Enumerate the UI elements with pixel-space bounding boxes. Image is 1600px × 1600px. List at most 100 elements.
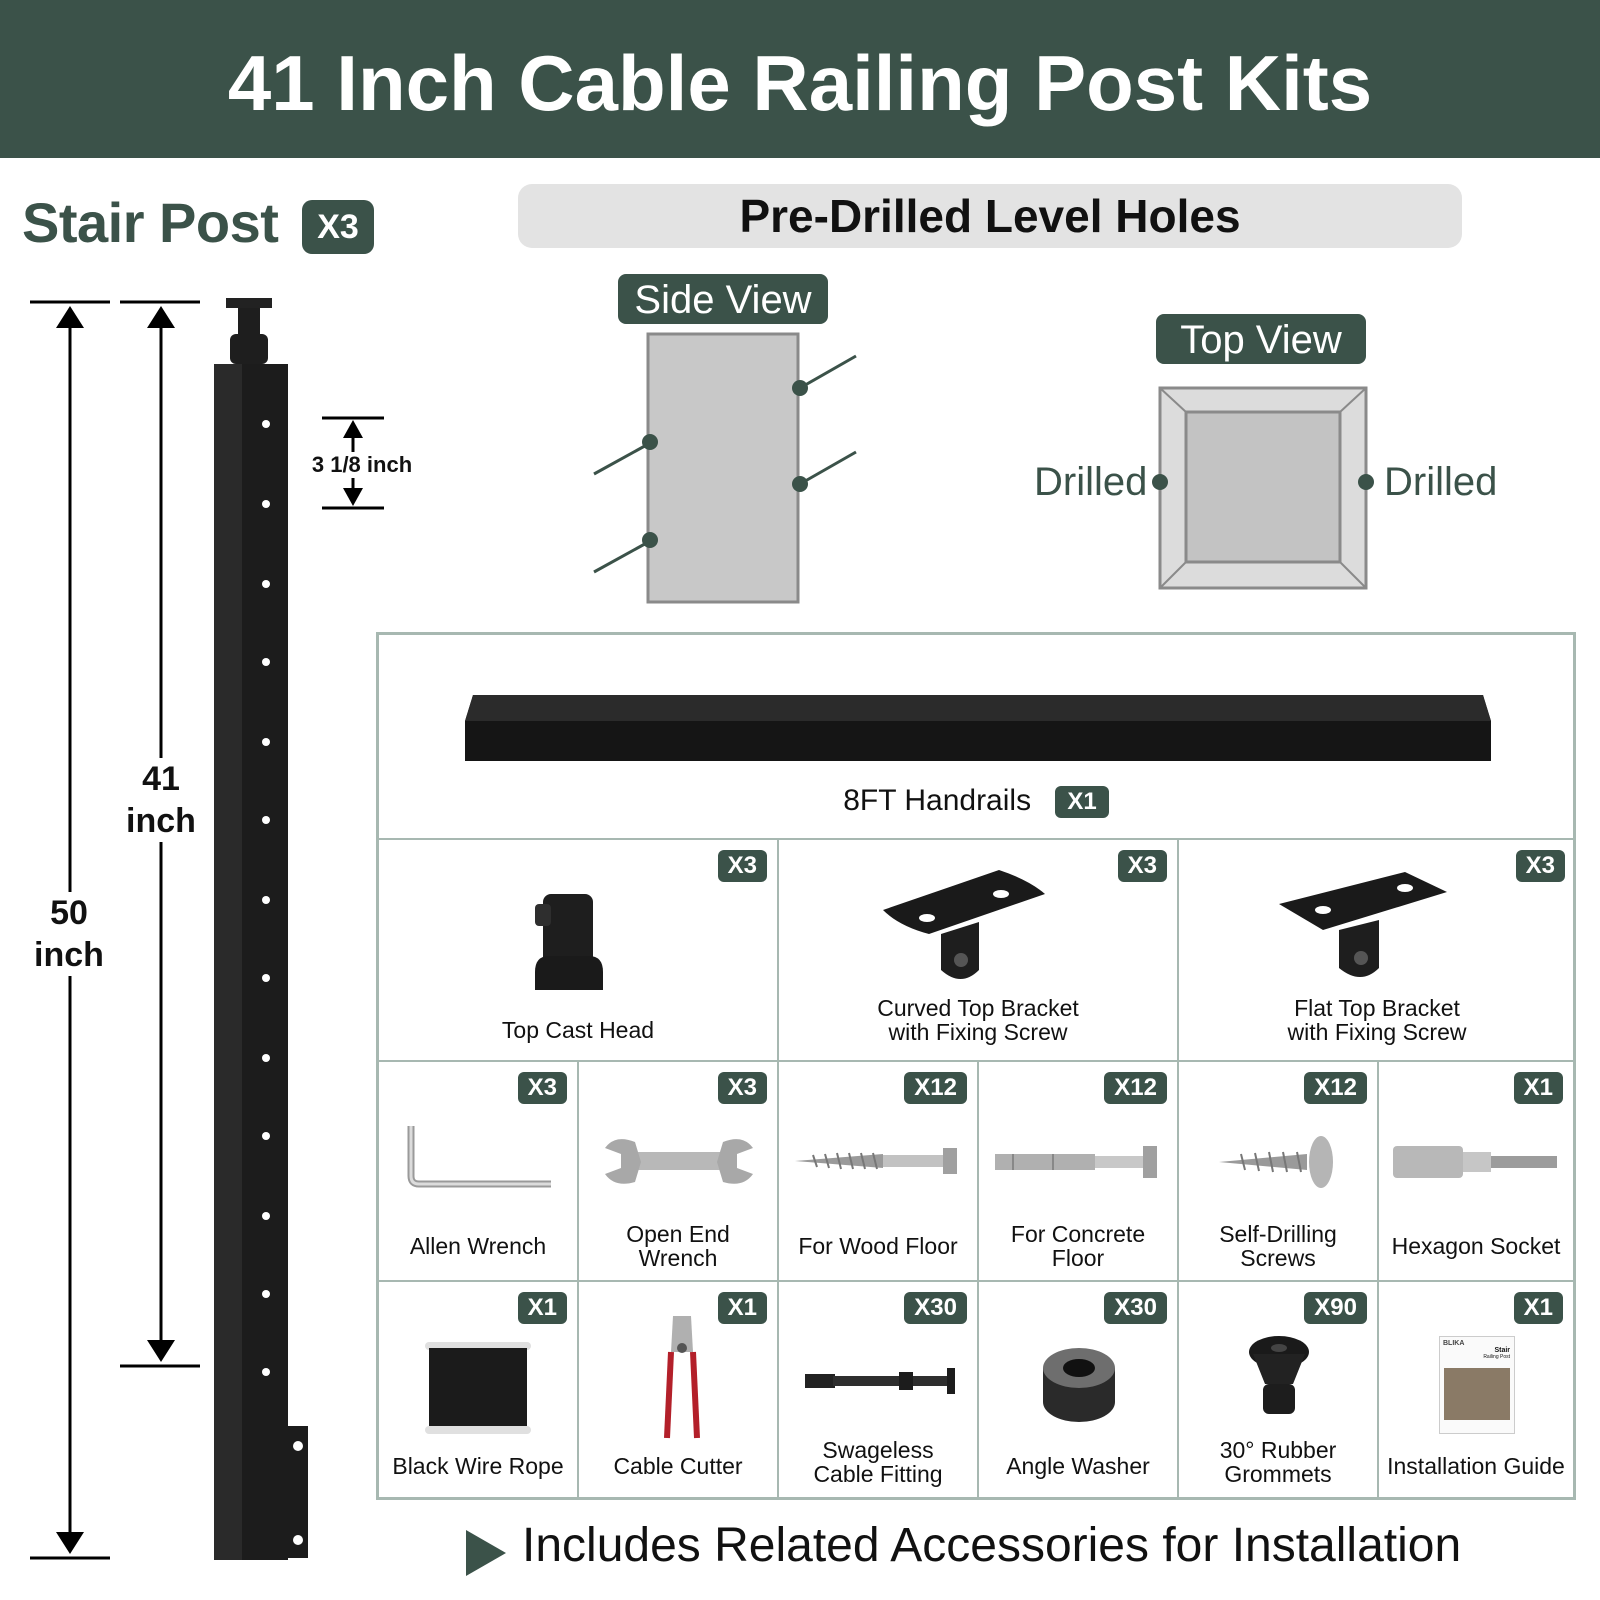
qty-badge: X1 <box>517 1292 567 1324</box>
qty-badge: X12 <box>1304 1072 1367 1104</box>
open-end-wrench-icon <box>605 1139 753 1184</box>
item-swageless-cable-fitting: X30 Swageless Cable Fitting <box>779 1282 977 1500</box>
grid-line <box>379 1060 1573 1062</box>
handrail-qty-badge: X1 <box>1055 786 1109 819</box>
item-label: Top Cast Head <box>501 1017 655 1043</box>
wood-screw-icon <box>795 1148 957 1174</box>
item-label: Swageless Cable Fitting <box>813 1437 943 1487</box>
qty-badge: X3 <box>717 1072 767 1104</box>
grid-line <box>777 838 779 1060</box>
qty-badge: X12 <box>1104 1072 1167 1104</box>
rubber-grommet-icon <box>1249 1336 1309 1414</box>
item-curved-top-bracket: X3 Curved Top Bracket with Fixing Screw <box>779 840 1177 1060</box>
post-holes <box>262 420 270 1376</box>
item-hexagon-socket: X1 Hexagon Socket <box>1379 1062 1573 1280</box>
handrail-label: 8FT Handrails <box>843 784 1032 817</box>
grid-line <box>1377 1060 1379 1500</box>
item-label: Hexagon Socket <box>1391 1233 1561 1259</box>
qty-badge: X3 <box>1117 850 1167 882</box>
qty-badge: X30 <box>904 1292 967 1324</box>
curved-bracket-icon <box>883 870 1045 979</box>
item-angle-washer: X30 Angle Washer <box>979 1282 1177 1500</box>
item-self-drilling-screws: X12 Self-Drilling Screws <box>1179 1062 1377 1280</box>
item-label: For Concrete Floor <box>1010 1221 1146 1271</box>
qty-badge: X3 <box>1515 850 1565 882</box>
stair-post-qty-badge: X3 <box>302 200 374 254</box>
total-height-unit: inch <box>34 936 104 974</box>
grid-line <box>1177 1060 1179 1500</box>
item-label: Allen Wrench <box>409 1233 547 1259</box>
allen-wrench-icon <box>407 1126 551 1188</box>
grid-line <box>379 838 1573 840</box>
qty-badge: X90 <box>1304 1292 1367 1324</box>
item-label: Angle Washer <box>1006 1453 1150 1479</box>
stair-post-illustration <box>214 298 308 1560</box>
footer-text: Includes Related Accessories for Install… <box>522 1519 1462 1572</box>
total-height-value: 50 <box>50 894 88 932</box>
item-label: Cable Cutter <box>613 1453 743 1479</box>
self-drilling-screw-icon <box>1219 1136 1333 1188</box>
hole-spacing-label: 3 1/8 inch <box>302 452 422 478</box>
top-view-diagram <box>1152 386 1374 590</box>
item-label: Self-Drilling Screws <box>1219 1221 1337 1271</box>
pre-drilled-banner: Pre-Drilled Level Holes <box>518 184 1462 248</box>
item-concrete-floor-anchor: X12 For Concrete Floor <box>979 1062 1177 1280</box>
qty-badge: X3 <box>517 1072 567 1104</box>
handrail-label-row: 8FT Handrails X1 <box>379 783 1573 819</box>
play-arrow-icon <box>466 1530 506 1576</box>
flat-bracket-icon <box>1279 872 1447 977</box>
grid-line <box>577 1060 579 1500</box>
header-bar <box>0 0 1600 158</box>
item-black-wire-rope: X1 Black Wire Rope <box>379 1282 577 1500</box>
item-flat-top-bracket: X3 Flat Top Bracket with Fixing Screw <box>1179 840 1575 1060</box>
item-label: 30° Rubber Grommets <box>1219 1437 1337 1487</box>
item-label: Open End Wrench <box>626 1221 730 1271</box>
guide-brand: BLIKA <box>1443 1340 1465 1347</box>
item-label: Curved Top Bracket with Fixing Screw <box>877 995 1079 1045</box>
grid-line <box>379 1280 1573 1282</box>
guide-title-line2: Railing Post <box>1483 1354 1510 1360</box>
cable-fitting-icon <box>805 1368 955 1394</box>
qty-badge: X12 <box>904 1072 967 1104</box>
wire-rope-icon <box>425 1342 531 1434</box>
item-label: For Wood Floor <box>798 1233 958 1259</box>
qty-badge: X1 <box>1513 1072 1563 1104</box>
rail-height-label: 41 inch <box>106 758 216 842</box>
item-label: Flat Top Bracket with Fixing Screw <box>1287 995 1467 1045</box>
qty-badge: X1 <box>717 1292 767 1324</box>
angle-washer-icon <box>1043 1348 1115 1422</box>
rail-height-unit: inch <box>126 802 196 840</box>
item-label: Installation Guide <box>1387 1453 1565 1479</box>
page-title: 41 Inch Cable Railing Post Kits <box>227 39 1373 127</box>
drilled-left-label: Drilled <box>1034 460 1148 504</box>
item-allen-wrench: X3 Allen Wrench <box>379 1062 577 1280</box>
grid-line <box>977 1060 979 1500</box>
guide-title-line1: Stair <box>1494 1347 1510 1354</box>
grid-line <box>777 1060 779 1500</box>
item-installation-guide: X1 BLIKA Stair Railing Post Installation… <box>1379 1282 1573 1500</box>
qty-badge: X1 <box>1513 1292 1563 1324</box>
stair-post-title: Stair Post <box>22 191 279 254</box>
hexagon-socket-icon <box>1393 1146 1557 1178</box>
item-open-end-wrench: X3 Open End Wrench <box>579 1062 777 1280</box>
guide-photo <box>1444 1368 1510 1420</box>
total-height-label: 50 inch <box>14 892 124 976</box>
top-cast-head-icon <box>535 894 603 990</box>
side-view-label: Side View <box>618 274 828 324</box>
grid-line <box>1177 838 1179 1060</box>
side-view-diagram <box>593 332 857 604</box>
top-view-label: Top View <box>1156 314 1366 364</box>
item-wood-floor-screw: X12 For Wood Floor <box>779 1062 977 1280</box>
kit-contents-panel: 8FT Handrails X1 X3 Top Cast Head X3 Cur… <box>376 632 1576 1500</box>
installation-guide-cover: BLIKA Stair Railing Post <box>1439 1336 1515 1434</box>
item-top-cast-head: X3 Top Cast Head <box>379 840 777 1060</box>
qty-badge: X30 <box>1104 1292 1167 1324</box>
concrete-anchor-icon <box>995 1146 1157 1178</box>
handrail-image <box>465 695 1491 761</box>
qty-badge: X3 <box>717 850 767 882</box>
item-label: Black Wire Rope <box>392 1453 564 1479</box>
drilled-right-label: Drilled <box>1384 460 1498 504</box>
item-rubber-grommets: X90 30° Rubber Grommets <box>1179 1282 1377 1500</box>
cable-cutter-icon <box>664 1316 700 1439</box>
item-cable-cutter: X1 Cable Cutter <box>579 1282 777 1500</box>
